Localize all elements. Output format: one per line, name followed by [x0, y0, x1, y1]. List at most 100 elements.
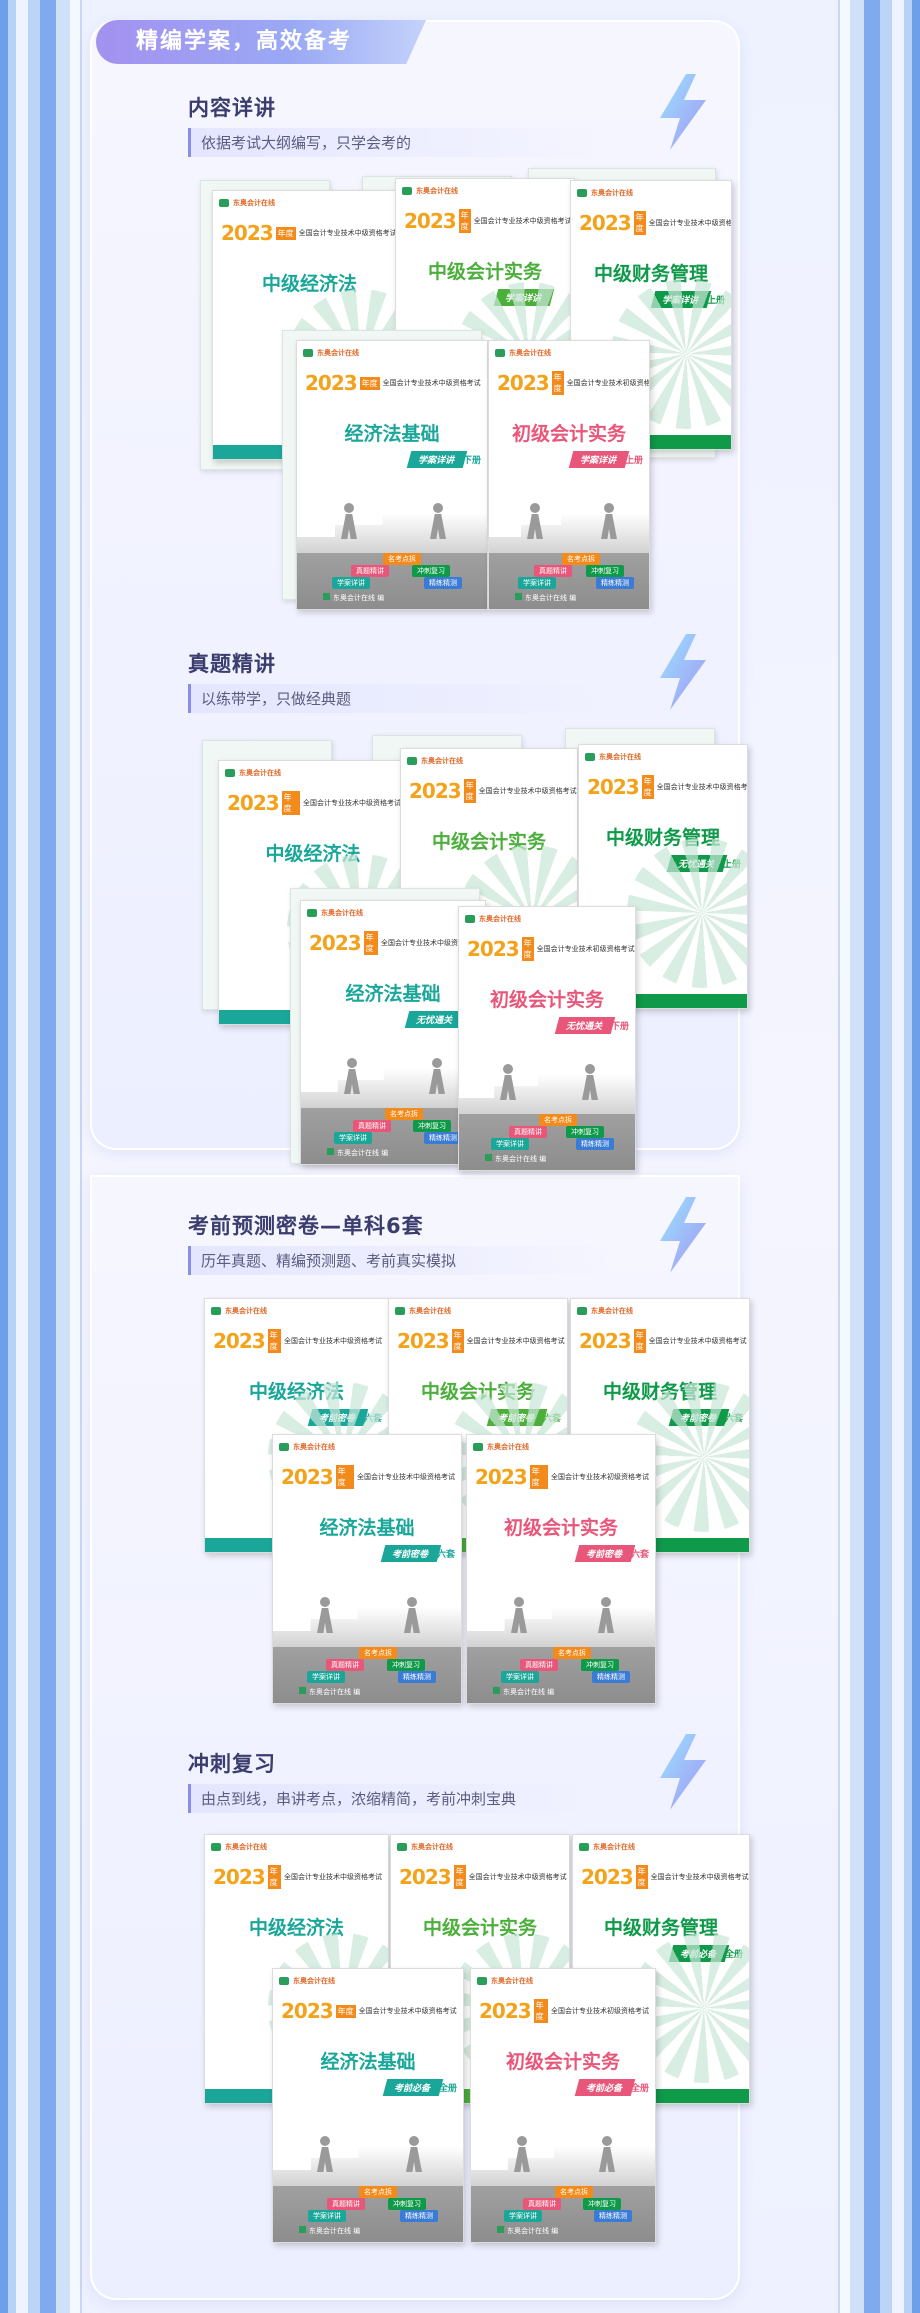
section-title: 真题精讲 [188, 652, 276, 676]
book-volume: 上册 [624, 456, 643, 466]
logo-icon [211, 1307, 221, 1315]
section-header-1: 内容详讲 依据考试大纲编写，只学会考的 [188, 92, 648, 157]
book-year: 2023 [404, 209, 457, 233]
book-pill: 学案详讲 [334, 1132, 372, 1144]
book-year-tag: 年度 [451, 1329, 464, 1353]
book-year: 2023 [221, 221, 274, 245]
book-header: 东奥会计在线 [307, 907, 479, 919]
section-subtitle: 以练带学，只做经典题 [188, 684, 608, 713]
book-pill: 真题精讲 [326, 1659, 364, 1671]
book-pill: 冲刺复习 [388, 2198, 426, 2210]
book-volume: 六套 [630, 1550, 649, 1560]
book-year: 2023 [305, 371, 358, 395]
logo-icon [225, 769, 235, 777]
book-logo-text: 东奥会计在线 [409, 1307, 451, 1315]
book-logo-text: 东奥会计在线 [233, 199, 275, 207]
book-exam-name: 全国会计专业技术中级资格考试 [381, 939, 479, 947]
book-publisher: 东奥会计在线 编 [497, 2226, 558, 2236]
logo-icon [585, 753, 595, 761]
book-volume: 下册 [462, 456, 481, 466]
book-pill: 学案详讲 [491, 1138, 529, 1150]
section-header-4: 冲刺复习 由点到线，串讲考点，浓缩精简，考前冲刺宝典 [188, 1748, 648, 1813]
book-year: 2023 [497, 371, 550, 395]
book-year: 2023 [399, 1865, 452, 1889]
book-title: 中级经济法 [261, 273, 357, 295]
book-pill: 冲刺复习 [387, 1659, 425, 1671]
book-exam-name: 全国会计专业技术初级资格考试 [551, 1473, 649, 1481]
book-year: 2023 [579, 211, 632, 235]
logo-icon [577, 1307, 587, 1315]
runner-figure [427, 1058, 447, 1094]
book-cover: 东奥会计在线2023年度全国会计专业技术中级资格考试经济法基础无忧通关上册名考点… [300, 900, 486, 1165]
lightning-bolt-icon [660, 1197, 706, 1273]
lightning-bolt-icon [660, 1734, 706, 1810]
book-header: 东奥会计在线 [211, 1305, 382, 1317]
logo-icon [579, 1843, 589, 1851]
book-pill: 精练精测 [424, 1132, 462, 1144]
book-pill: 精练精测 [424, 577, 462, 589]
book-pill: 名考点拆 [383, 553, 421, 565]
book-title: 初级会计实务 [505, 2051, 620, 2073]
runner-figure [525, 503, 545, 539]
book-logo-text: 东奥会计在线 [593, 1843, 635, 1851]
book-year-tag: 年度 [335, 1465, 354, 1489]
book-pill: 学案详讲 [307, 1671, 345, 1683]
book-exam-name: 全国会计专业技术中级资格考试 [303, 799, 401, 807]
book-title: 初级会计实务 [503, 1517, 618, 1539]
book-title: 中级经济法 [248, 1917, 344, 1939]
book-pill: 学案详讲 [518, 577, 556, 589]
book-publisher: 东奥会计在线 编 [493, 1687, 554, 1697]
book-exam-name: 全国会计专业技术中级资格考试 [284, 1873, 382, 1881]
book-header: 东奥会计在线 [279, 1441, 455, 1453]
book-year: 2023 [227, 791, 280, 815]
book-year-tag: 年度 [633, 211, 646, 235]
section-subtitle: 由点到线，串讲考点，浓缩精简，考前冲刺宝典 [188, 1784, 608, 1813]
section-title: 冲刺复习 [188, 1752, 276, 1776]
book-exam-name: 全国会计专业技术初级资格考试 [551, 2007, 649, 2015]
section-header-2: 真题精讲 以练带学，只做经典题 [188, 648, 648, 713]
book-year-tag: 年度 [463, 779, 476, 803]
book-year-tag: 年度 [641, 775, 654, 799]
book-logo-text: 东奥会计在线 [239, 769, 281, 777]
book-exam-name: 全国会计专业技术中级资格考试 [466, 1337, 565, 1345]
logo-icon [477, 1977, 487, 1985]
book-pill: 冲刺复习 [586, 565, 624, 577]
book-stairs-art [489, 513, 649, 553]
book-logo-text: 东奥会计在线 [293, 1443, 335, 1451]
book-stairs-art [273, 2146, 463, 2186]
book-year-tag: 年度 [267, 1329, 281, 1353]
runner-figure [512, 2136, 532, 2172]
logo-icon [307, 909, 317, 917]
book-pill: 真题精讲 [351, 565, 389, 577]
book-logo-text: 东奥会计在线 [225, 1843, 267, 1851]
logo-icon [279, 1977, 289, 1985]
book-publisher: 东奥会计在线 编 [515, 593, 576, 603]
book-pill: 真题精讲 [523, 2198, 561, 2210]
book-header: 东奥会计在线 [577, 1305, 743, 1317]
runner-figure [315, 1597, 335, 1633]
logo-icon [473, 1443, 483, 1451]
book-pill: 学案详讲 [501, 1671, 539, 1683]
book-exam-name: 全国会计专业技术中级资格考试 [648, 1337, 747, 1345]
runner-figure [339, 503, 359, 539]
book-year-tag: 年度 [359, 376, 380, 390]
runner-figure [402, 1597, 422, 1633]
book-pill: 真题精讲 [520, 1659, 558, 1671]
book-logo-text: 东奥会计在线 [591, 189, 633, 197]
book-year-tag: 年度 [533, 1999, 548, 2023]
book-exam-name: 全国会计专业技术中级资格考试 [656, 783, 748, 791]
runner-figure [596, 1597, 616, 1633]
book-year: 2023 [581, 1865, 634, 1889]
